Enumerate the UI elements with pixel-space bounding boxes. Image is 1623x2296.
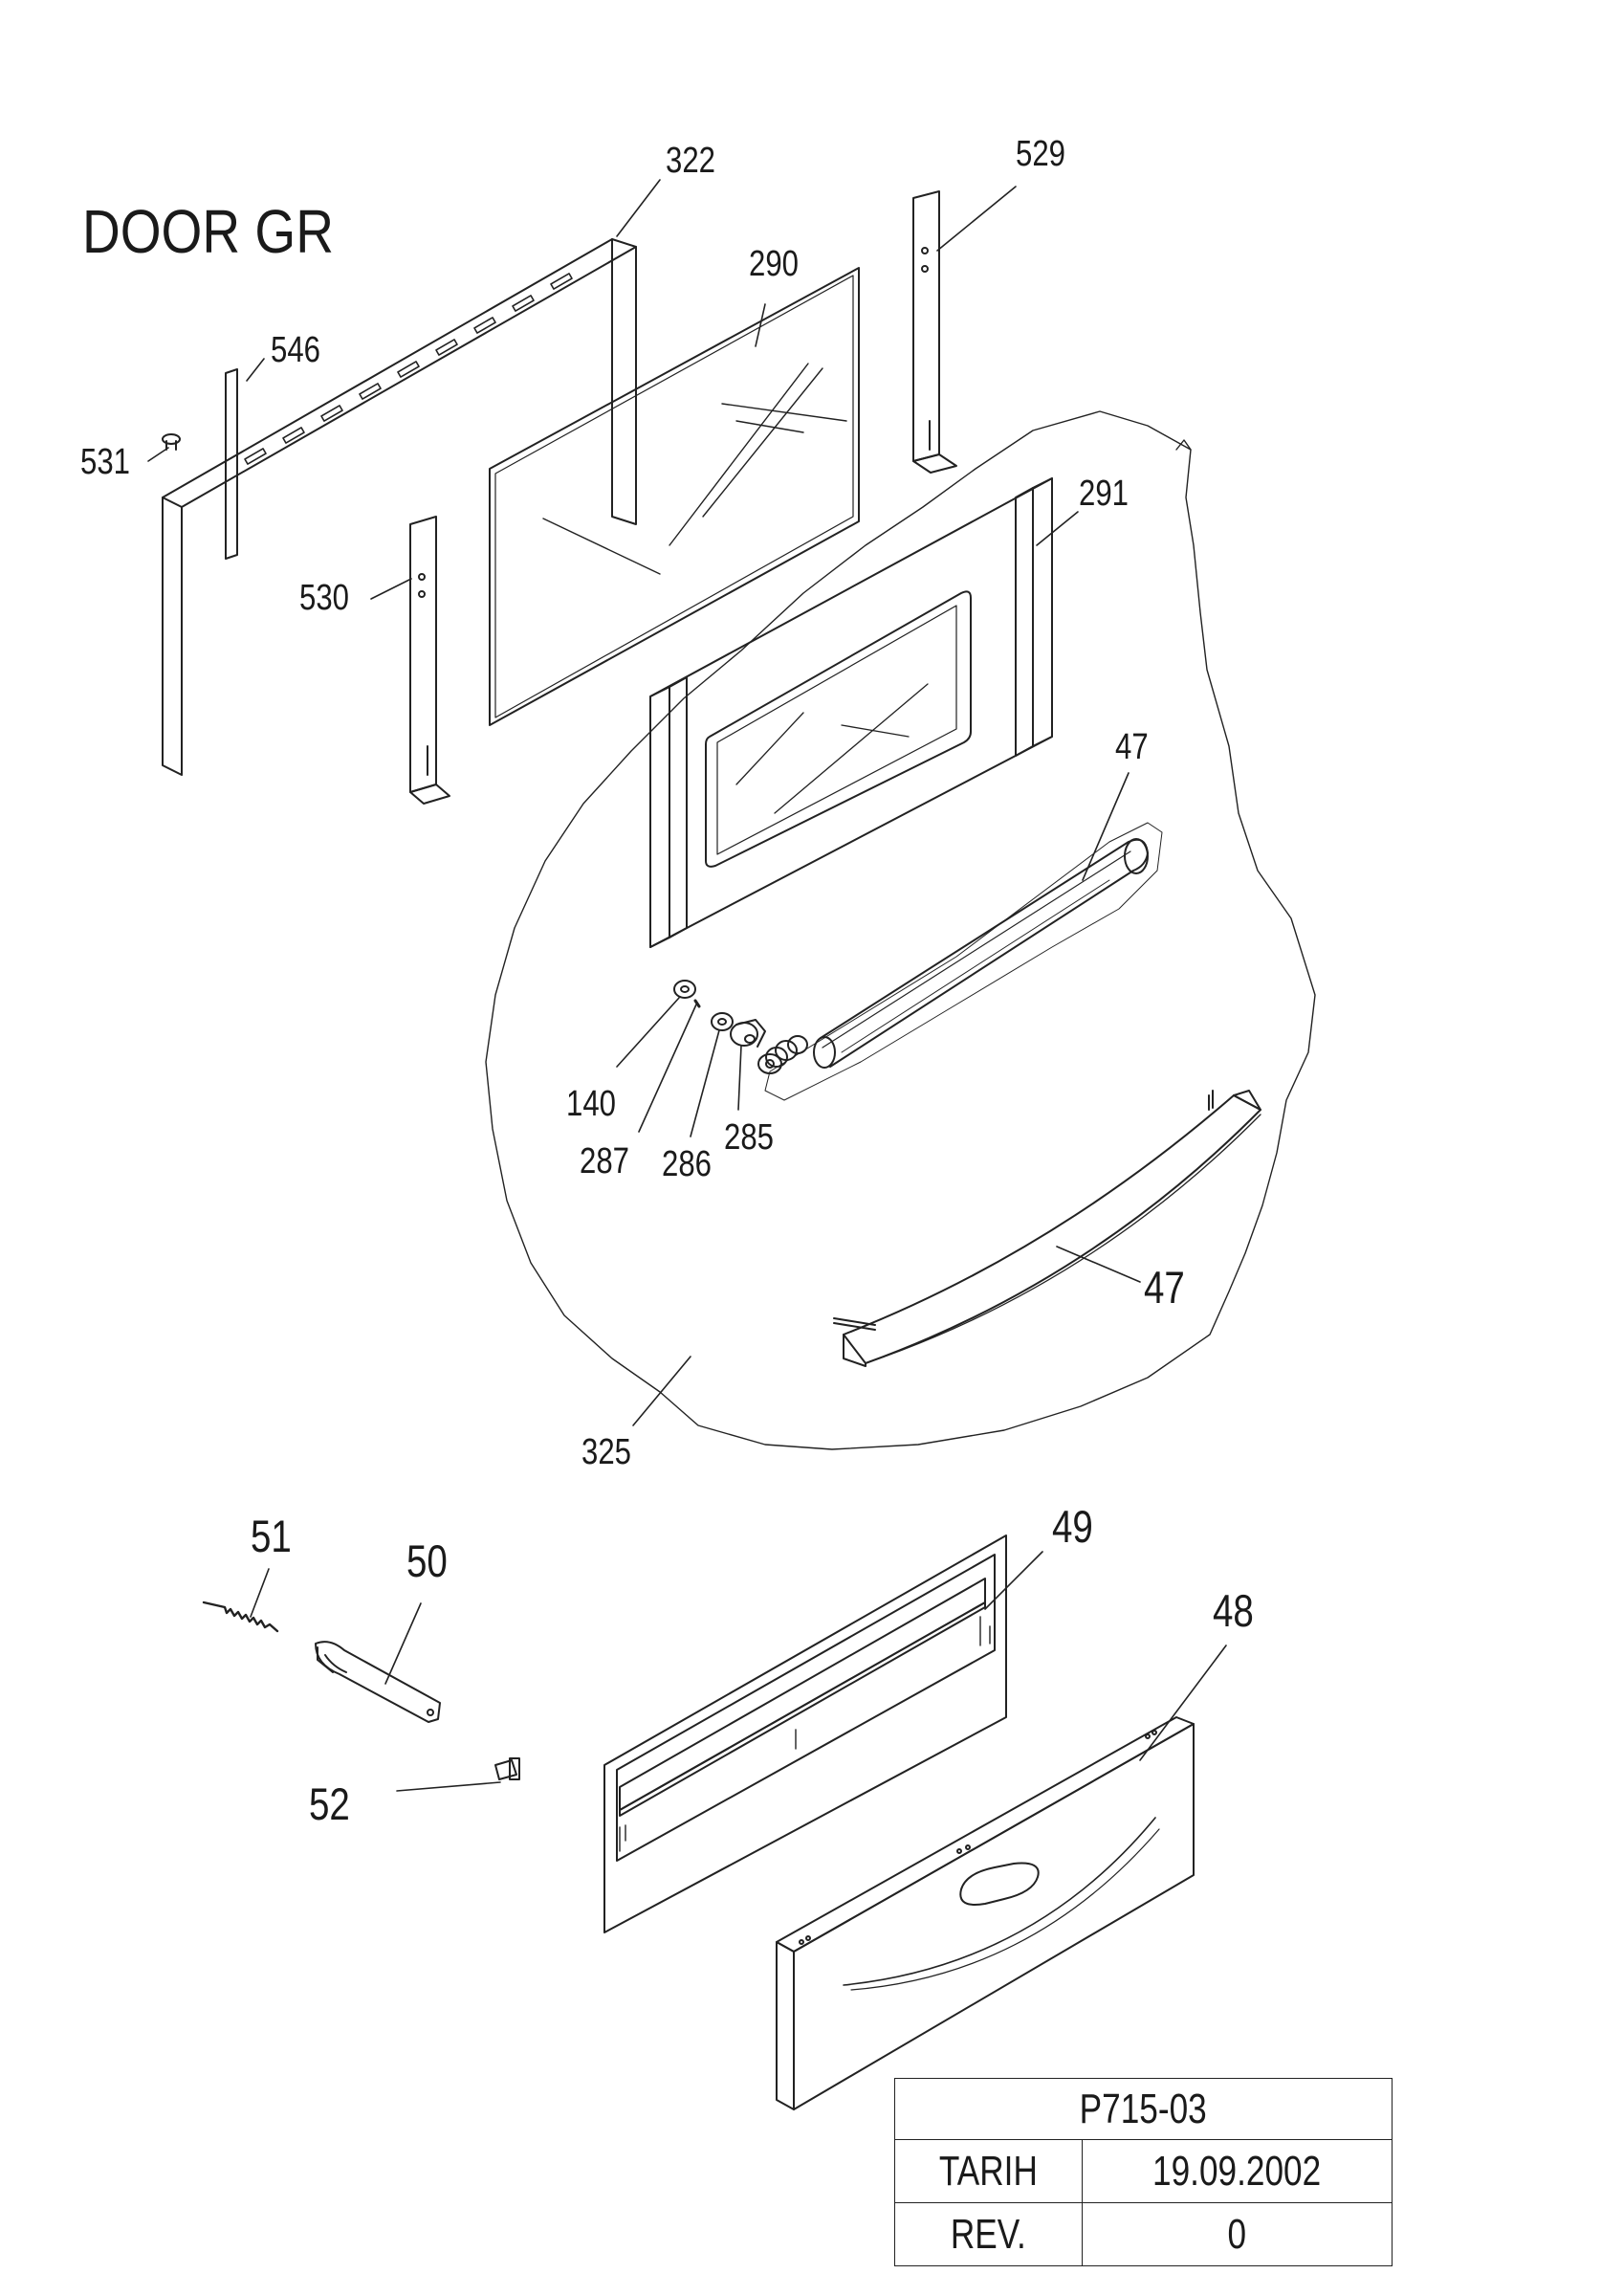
glass-290: [489, 267, 860, 726]
handle-47: [833, 1090, 1261, 1367]
sub-assembly-outline-325: [485, 410, 1316, 1450]
post-546: [225, 368, 238, 560]
callout-140: 140: [566, 1084, 616, 1124]
washer-140: [673, 980, 696, 999]
callout-287: 287: [580, 1141, 629, 1181]
spring-51: [202, 1601, 279, 1633]
callout-50: 50: [406, 1535, 448, 1586]
callout-531: 531: [80, 442, 130, 482]
door-frame-322: [162, 238, 637, 776]
date-value: 19.09.2002: [1152, 2147, 1322, 2195]
hinge-rod-47: [813, 838, 1149, 1069]
rev-value: 0: [1227, 2210, 1247, 2258]
callout-52: 52: [309, 1778, 350, 1829]
pin-287: [693, 999, 701, 1008]
rev-label: REV.: [951, 2210, 1026, 2258]
callout-290: 290: [749, 244, 799, 284]
washer-286: [711, 1012, 734, 1031]
rev-value-cell: 0: [1082, 2202, 1393, 2266]
date-label: TARIH: [938, 2147, 1038, 2195]
hinge-end: [757, 1035, 808, 1074]
callout-322: 322: [666, 141, 715, 181]
callout-47-rod: 47: [1115, 727, 1149, 767]
leader-lines: [147, 179, 1227, 1792]
callout-47-handle: 47: [1144, 1262, 1185, 1313]
callout-291: 291: [1079, 474, 1129, 514]
callout-530: 530: [299, 578, 349, 618]
callout-286: 286: [662, 1144, 712, 1184]
bracket-529: [912, 190, 957, 474]
inner-panel-49: [603, 1534, 1007, 1933]
latch-lever-50: [315, 1641, 441, 1723]
drawing-number-cell: P715-03: [894, 2078, 1393, 2140]
date-value-cell: 19.09.2002: [1082, 2139, 1393, 2203]
callout-529: 529: [1016, 134, 1065, 174]
drawing-number: P715-03: [1079, 2085, 1208, 2132]
clip-52: [494, 1757, 520, 1780]
rev-label-cell: REV.: [894, 2202, 1083, 2266]
outer-panel-48: [776, 1716, 1195, 2110]
inner-door-291: [649, 477, 1053, 948]
diagram-title: DOOR GR: [82, 197, 334, 266]
callout-546: 546: [271, 330, 320, 370]
bracket-530: [409, 516, 450, 805]
callout-49: 49: [1052, 1501, 1093, 1552]
screw-531: [162, 433, 181, 451]
bushing-285: [730, 1019, 766, 1048]
title-block: P715-03 TARIH 19.09.2002 REV. 0: [894, 2078, 1393, 2266]
callout-51: 51: [251, 1511, 292, 1561]
callout-325: 325: [581, 1432, 631, 1472]
date-label-cell: TARIH: [894, 2139, 1083, 2203]
callout-285: 285: [724, 1117, 774, 1158]
callout-48: 48: [1213, 1585, 1254, 1636]
